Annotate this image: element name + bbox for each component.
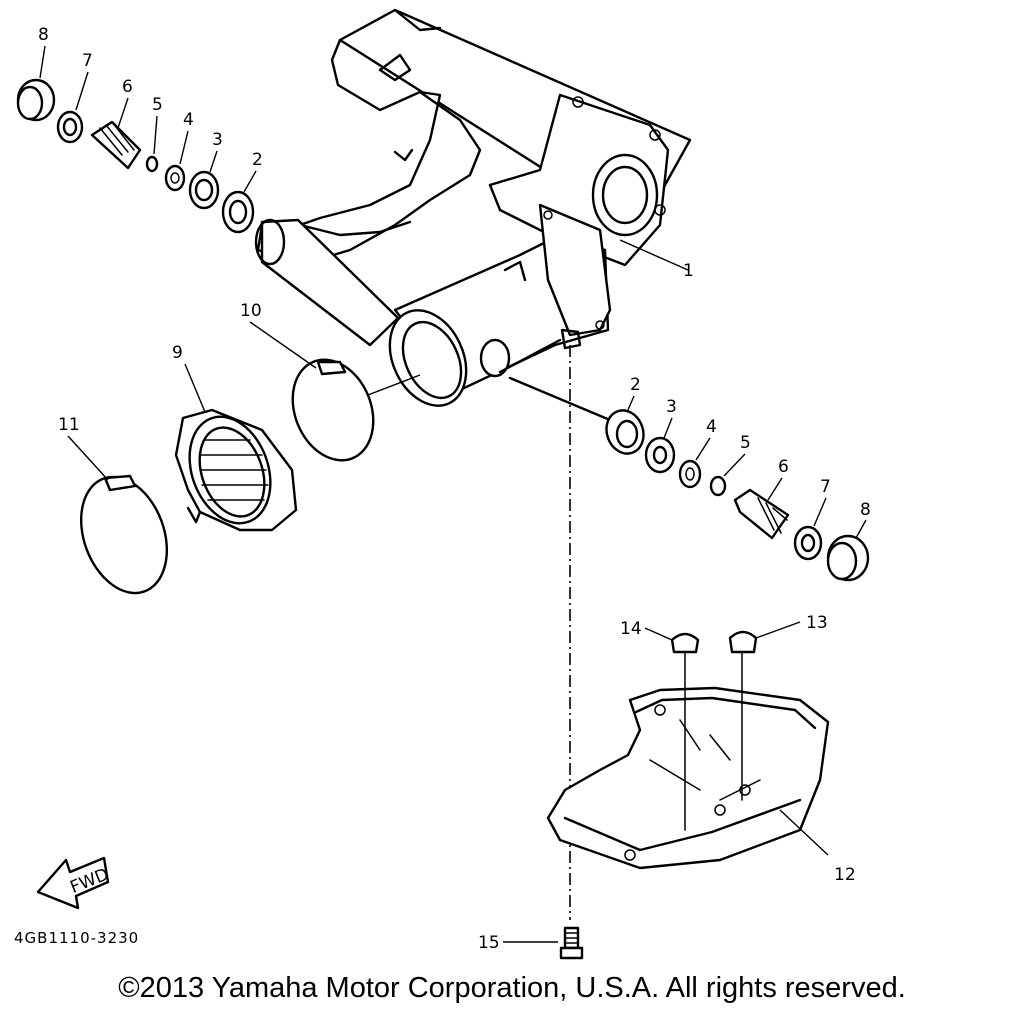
left-pivot-hardware xyxy=(16,78,255,234)
cap-8-left xyxy=(16,78,56,122)
right-pivot-hardware xyxy=(605,409,870,582)
clamp-band-11 xyxy=(79,474,169,595)
callout-3-right: 3 xyxy=(666,397,677,417)
callout-15: 15 xyxy=(478,933,500,953)
bearing-2-left xyxy=(221,190,255,234)
copyright-notice: ©2013 Yamaha Motor Corporation, U.S.A. A… xyxy=(118,972,906,1004)
plug-13 xyxy=(728,621,801,801)
callout-2-right: 2 xyxy=(630,375,641,395)
swingarm-part-1 xyxy=(254,8,692,407)
callout-6-left: 6 xyxy=(122,77,133,97)
nut-7-right xyxy=(793,525,823,561)
plug-14 xyxy=(644,627,700,831)
fwd-arrow-icon: FWD xyxy=(36,856,112,910)
seal-3-left xyxy=(188,170,220,210)
seal-3-right xyxy=(644,436,676,474)
clamp-band-10 xyxy=(291,358,421,462)
callout-13: 13 xyxy=(806,613,828,633)
washer-4-right xyxy=(678,459,702,489)
rubber-boot-9 xyxy=(174,408,298,532)
washer-4-left xyxy=(164,164,186,192)
callout-8-left: 8 xyxy=(38,25,49,45)
callout-1: 1 xyxy=(683,261,694,281)
callout-7-left: 7 xyxy=(82,51,93,71)
nut-7-left xyxy=(56,110,84,144)
callout-5-right: 5 xyxy=(740,433,751,453)
callout-leaders xyxy=(39,45,867,539)
callout-3-left: 3 xyxy=(212,130,223,150)
callout-2-left: 2 xyxy=(252,150,263,170)
callout-11: 11 xyxy=(58,415,80,435)
callout-12: 12 xyxy=(834,865,856,885)
callout-4-right: 4 xyxy=(706,417,717,437)
callout-14: 14 xyxy=(620,619,642,639)
pivot-axis-line xyxy=(508,376,612,422)
bearing-2-right xyxy=(605,409,645,455)
callout-7-right: 7 xyxy=(820,477,831,497)
callout-10: 10 xyxy=(240,301,262,321)
cap-8-right xyxy=(826,534,870,582)
callout-4-left: 4 xyxy=(183,110,194,130)
callout-labels: 1 8 7 6 5 4 3 2 2 3 4 5 6 7 8 9 10 11 12… xyxy=(38,25,871,953)
bolt-15 xyxy=(503,926,584,960)
diagram-code: 4GB1110-3230 xyxy=(14,929,139,947)
pivot-shaft-6-left xyxy=(90,120,142,170)
guard-plate-12 xyxy=(546,686,830,870)
callout-8-right: 8 xyxy=(860,500,871,520)
o-ring-5-right xyxy=(709,475,727,497)
callout-5-left: 5 xyxy=(152,95,163,115)
pivot-shaft-6-right xyxy=(733,488,790,540)
o-ring-5-left xyxy=(145,155,159,173)
callout-6-right: 6 xyxy=(778,457,789,477)
callout-9: 9 xyxy=(172,343,183,363)
